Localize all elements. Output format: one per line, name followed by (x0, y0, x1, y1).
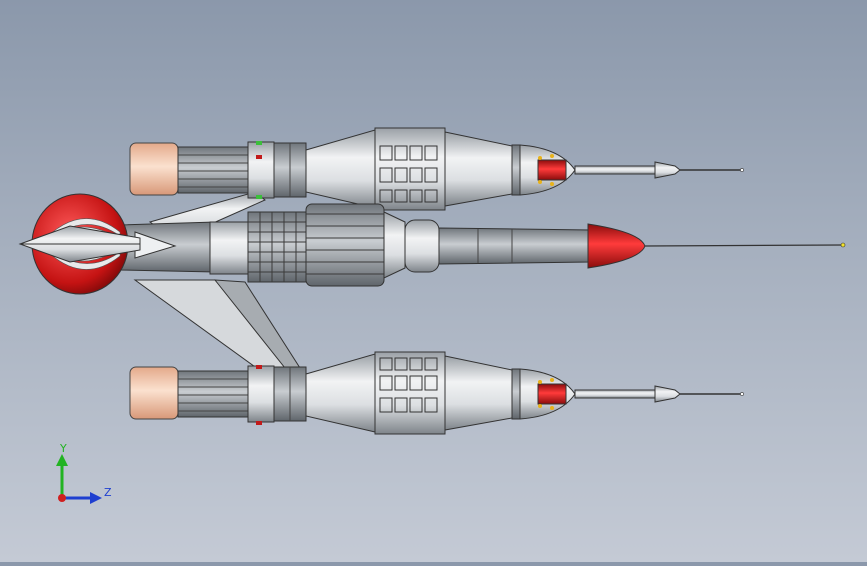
y-axis-arrow-icon (56, 454, 68, 466)
upper-engine-nacelle (129, 127, 744, 211)
x-axis-origin-icon (58, 494, 66, 502)
z-axis-label: Z (104, 486, 112, 499)
coordinate-triad[interactable]: Y Z (40, 438, 130, 518)
aft-reactor-bulb (18, 193, 141, 295)
y-axis-label: Y (59, 442, 67, 455)
lower-strut (133, 279, 302, 373)
lower-engine-nacelle (129, 351, 744, 435)
z-axis-arrow-icon (90, 492, 102, 504)
central-fuselage (119, 203, 846, 287)
